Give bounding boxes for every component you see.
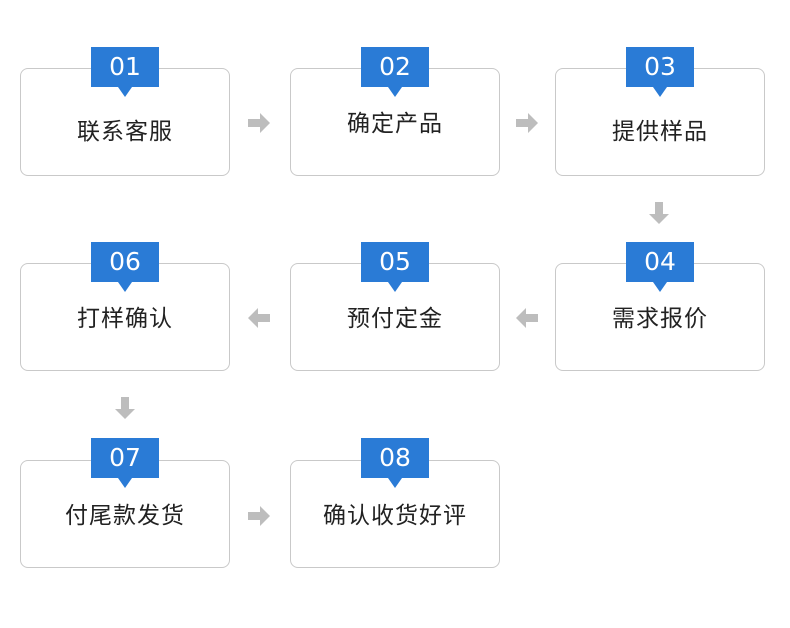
step-number-badge-07: 07	[91, 438, 159, 488]
arrow-left-icon	[514, 305, 540, 331]
arrow-down-icon	[646, 200, 672, 226]
step-label-03: 提供样品	[612, 119, 708, 145]
step-number-badge-02: 02	[361, 47, 429, 97]
step-label-02: 确定产品	[347, 111, 443, 137]
step-number-badge-03: 03	[626, 47, 694, 97]
arrow-left-icon	[246, 305, 272, 331]
step-number-badge-01: 01	[91, 47, 159, 97]
arrow-right-icon	[246, 110, 272, 136]
step-number-badge-06: 06	[91, 242, 159, 292]
arrow-right-icon	[246, 503, 272, 529]
arrow-down-icon	[112, 395, 138, 421]
step-label-01: 联系客服	[77, 119, 173, 145]
step-label-05: 预付定金	[347, 306, 443, 332]
step-number-badge-04: 04	[626, 242, 694, 292]
step-number-badge-05: 05	[361, 242, 429, 292]
step-label-06: 打样确认	[77, 306, 173, 332]
step-label-07: 付尾款发货	[65, 503, 185, 529]
step-label-08: 确认收货好评	[323, 503, 467, 529]
arrow-right-icon	[514, 110, 540, 136]
step-label-04: 需求报价	[612, 306, 708, 332]
step-number-badge-08: 08	[361, 438, 429, 488]
